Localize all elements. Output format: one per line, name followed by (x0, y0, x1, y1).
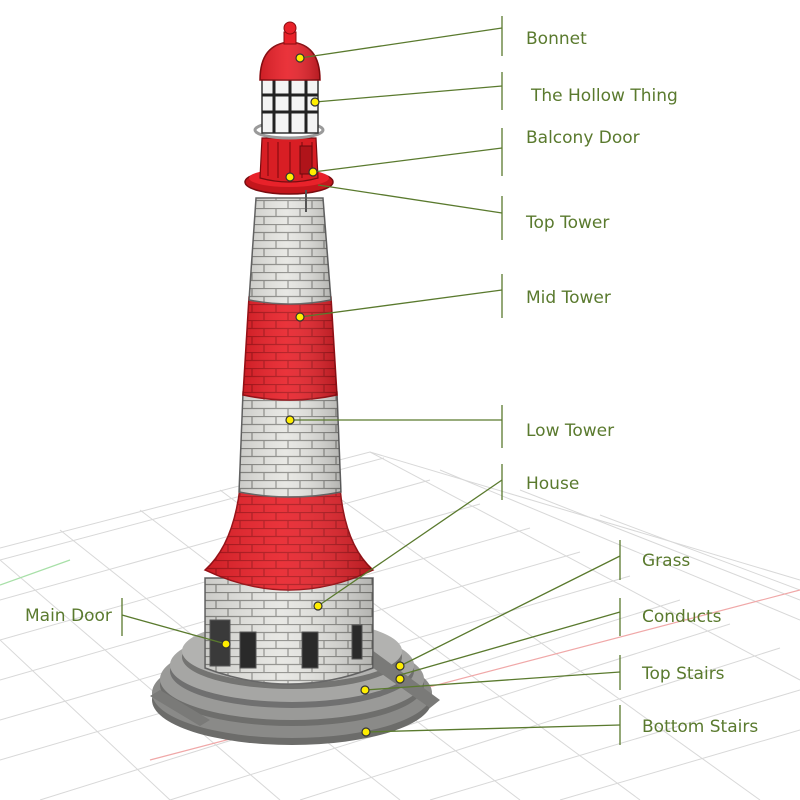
marker-low-tower (285, 415, 295, 425)
marker-house (313, 601, 323, 611)
bonnet (259, 21, 321, 81)
label-conducts: Conducts (642, 607, 722, 627)
marker-conducts (395, 674, 405, 684)
label-low-tower: Low Tower (526, 421, 615, 441)
marker-top-stairs (360, 685, 370, 695)
top-tower-band (248, 197, 332, 305)
ground-axis-green (0, 559, 71, 586)
label-main-door: Main Door (25, 606, 112, 626)
hollow-lantern (261, 76, 319, 134)
label-hollow-thing: The Hollow Thing (531, 86, 678, 106)
marker-hollow-thing (310, 97, 320, 107)
marker-bonnet (295, 53, 305, 63)
label-bonnet: Bonnet (526, 29, 587, 49)
house-body (204, 577, 374, 685)
label-balcony-door: Balcony Door (526, 128, 640, 148)
label-top-tower: Top Tower (526, 213, 610, 233)
label-grass: Grass (642, 551, 691, 571)
label-top-stairs: Top Stairs (642, 664, 725, 684)
label-house: House (526, 474, 580, 494)
marker-top-tower (285, 172, 295, 182)
marker-mid-tower (295, 312, 305, 322)
part-markers (221, 53, 405, 737)
red-band-lower (203, 487, 375, 591)
marker-grass (395, 661, 405, 671)
low-tower-band (238, 391, 342, 498)
leader-lines (121, 16, 621, 745)
marker-bottom-stairs (361, 727, 371, 737)
mid-tower-band (242, 296, 338, 401)
label-bottom-stairs: Bottom Stairs (642, 717, 759, 737)
marker-main-door (221, 639, 231, 649)
marker-balcony-door (308, 167, 318, 177)
label-mid-tower: Mid Tower (526, 288, 611, 308)
